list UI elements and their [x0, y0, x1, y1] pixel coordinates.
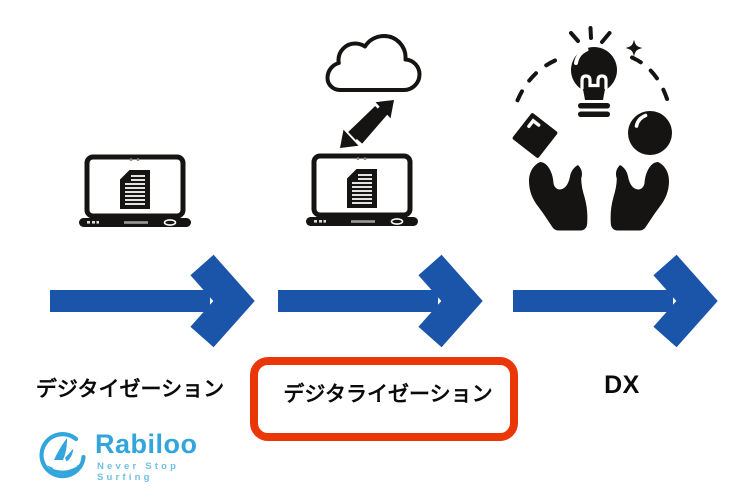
hands-juggling-icon	[512, 26, 672, 231]
stage-label-digitization: デジタイゼーション	[35, 378, 225, 401]
open-hands-icon	[529, 162, 669, 231]
logo-wordmark: Rabiloo	[95, 429, 198, 459]
stage-label-digitalization: デジタライゼーション	[283, 383, 493, 406]
highlight-box	[250, 357, 518, 441]
stage-label-dx: DX	[604, 371, 640, 399]
cloud-icon	[325, 34, 422, 92]
flow-arrow-3	[513, 265, 697, 337]
sailboat-logo-icon	[39, 432, 86, 479]
sparkle-icon	[625, 39, 643, 57]
flow-arrow-1	[50, 265, 234, 337]
sphere-icon	[628, 111, 672, 155]
laptop-document-icon	[79, 157, 191, 227]
flow-arrow-2	[278, 265, 462, 337]
dashed-arc-left	[514, 58, 557, 106]
dashed-arc-right	[630, 55, 670, 104]
cube-icon	[512, 113, 558, 158]
sync-arrows-icon	[340, 100, 394, 148]
logo-tagline: Never Stop Surfing	[97, 461, 180, 483]
rabiloo-logo: Rabiloo Never Stop Surfing	[33, 425, 233, 487]
lightbulb-icon	[569, 26, 617, 117]
laptop-cloud-icon	[306, 156, 418, 226]
